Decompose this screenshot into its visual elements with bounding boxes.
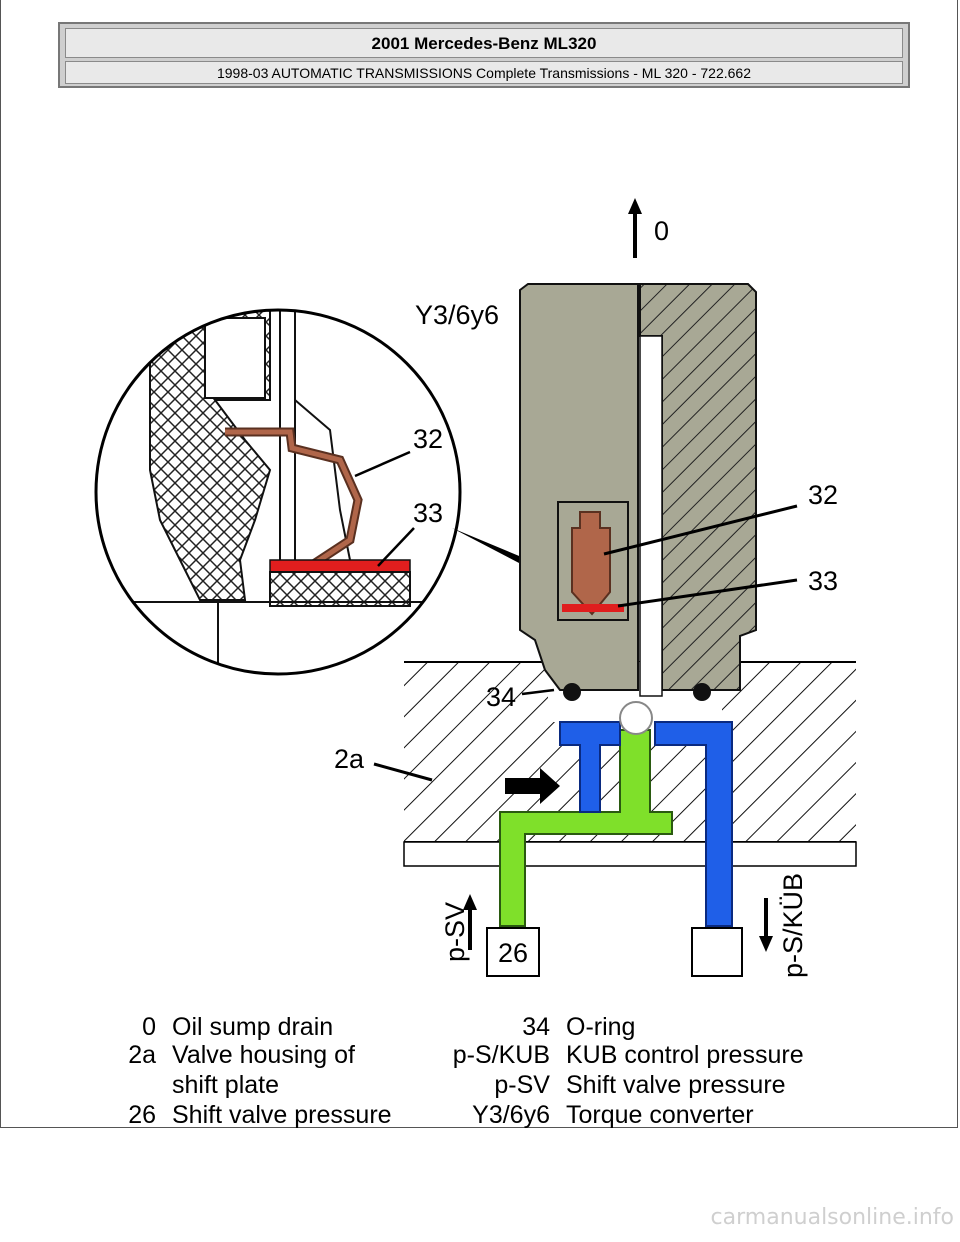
legend-text: Oil sump drain bbox=[172, 1013, 334, 1041]
housing-leader bbox=[373, 762, 433, 782]
legend-code: 0 bbox=[142, 1013, 156, 1041]
legend-text: shift plate bbox=[172, 1071, 280, 1099]
legend-text: Valve housing of bbox=[172, 1041, 355, 1069]
legend-code: 26 bbox=[128, 1101, 156, 1129]
watermark: carmanualsonline.info bbox=[710, 1205, 954, 1230]
legend-text: Torque converter bbox=[566, 1101, 754, 1129]
label-26: 26 bbox=[498, 938, 529, 968]
port-26 bbox=[486, 927, 540, 977]
legend-code: Y3/6y6 bbox=[472, 1101, 550, 1129]
label-y36y6: Y3/6y6 bbox=[415, 300, 500, 330]
header-subtitle: 1998-03 AUTOMATIC TRANSMISSIONS Complete… bbox=[65, 61, 903, 84]
o-rings bbox=[521, 683, 711, 701]
legend-text: Shift valve pressure bbox=[566, 1071, 786, 1099]
flow-arrow bbox=[505, 768, 560, 804]
detail-magnifier bbox=[94, 308, 548, 676]
header-title: 2001 Mercedes-Benz ML320 bbox=[65, 28, 903, 58]
legend-text: O-ring bbox=[566, 1013, 636, 1041]
drain-arrow bbox=[628, 198, 642, 258]
pskub-arrow bbox=[759, 898, 773, 952]
legend-text: Shift valve pressure bbox=[172, 1101, 392, 1129]
document-header: 2001 Mercedes-Benz ML320 1998-03 AUTOMAT… bbox=[58, 22, 910, 88]
legend-code: p-SV bbox=[494, 1071, 550, 1099]
label-33: 33 bbox=[808, 566, 839, 596]
psv-arrow bbox=[463, 894, 477, 950]
check-ball bbox=[619, 701, 653, 735]
page-frame-right bbox=[957, 0, 958, 1128]
label-2a: 2a bbox=[334, 744, 365, 774]
label-34: 34 bbox=[486, 682, 517, 712]
port-kub bbox=[691, 927, 743, 977]
legend-text: KUB control pressure bbox=[566, 1041, 804, 1069]
solenoid-body bbox=[519, 283, 798, 697]
label-0: 0 bbox=[654, 216, 670, 246]
page-frame-bottom bbox=[0, 1127, 958, 1128]
label-pskub: p-S/KÜB bbox=[778, 872, 808, 978]
green-channel bbox=[499, 729, 673, 927]
legend-code: p-S/KUB bbox=[452, 1041, 550, 1069]
label-33-detail: 33 bbox=[413, 498, 444, 528]
legend-code: 34 bbox=[522, 1013, 550, 1041]
page-frame-left bbox=[0, 0, 1, 1128]
label-psv: p-SV bbox=[440, 901, 470, 962]
legend-code: 2a bbox=[128, 1041, 156, 1069]
label-32-detail: 32 bbox=[413, 424, 444, 454]
blue-channel bbox=[559, 721, 733, 927]
label-32: 32 bbox=[808, 480, 839, 510]
